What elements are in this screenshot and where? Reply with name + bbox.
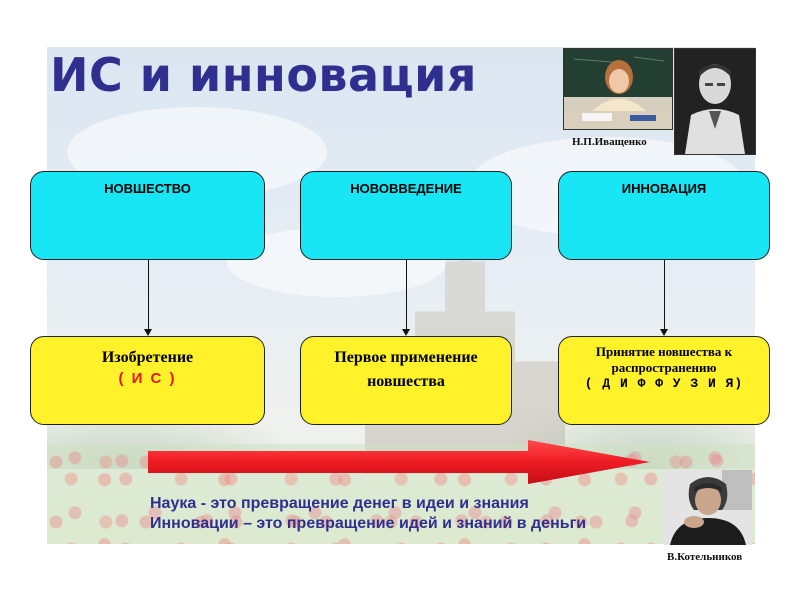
box-detail-sub: ( И С )	[118, 370, 177, 387]
box-heading: ИННОВАЦИЯ	[621, 181, 707, 196]
woman-portrait-icon	[564, 49, 672, 129]
quote-line: Наука - это превращение денег в идеи и з…	[150, 495, 529, 512]
man-portrait-icon	[675, 49, 755, 154]
slide-title: ИС и инновация	[50, 48, 477, 102]
box-innovatsiya: ИННОВАЦИЯ	[558, 171, 770, 260]
portrait-man	[674, 48, 756, 155]
quote-block: Наука - это превращение денег в идеи и з…	[150, 494, 586, 534]
quote-line: Инновации – это превращение идей и знани…	[150, 515, 587, 532]
box-izobretenie: Изобретение ( И С )	[30, 336, 265, 425]
box-pervoe-primenenie: Первое применение новшества	[300, 336, 512, 425]
box-heading: НОВШЕСТВО	[104, 181, 191, 196]
man-portrait-icon	[664, 470, 752, 545]
progress-arrow-icon	[148, 440, 650, 484]
caption-kotelnikov: В.Котельников	[667, 551, 743, 563]
box-prinyatie: Принятие новшества к распространению ( Д…	[558, 336, 770, 425]
arrow-down-icon	[144, 329, 152, 336]
box-novshestvo: НОВШЕСТВО	[30, 171, 265, 260]
arrow-down-icon	[402, 329, 410, 336]
box-detail-sub: ( Д И Ф Ф У З И Я)	[584, 376, 744, 391]
box-novovvedenie: НОВОВВЕДЕНИЕ	[300, 171, 512, 260]
box-detail: Первое применение новшества	[334, 349, 478, 390]
connector-line	[148, 260, 149, 330]
arrow-down-icon	[660, 329, 668, 336]
box-detail: Изобретение	[101, 349, 194, 366]
portrait-ivashchenko	[563, 48, 673, 130]
connector-line	[406, 260, 407, 330]
box-detail: Принятие новшества к распространению	[595, 344, 733, 375]
portrait-kotelnikov	[664, 470, 752, 545]
caption-ivashchenko: Н.П.Иващенко	[572, 136, 647, 148]
box-heading: НОВОВВЕДЕНИЕ	[350, 181, 462, 196]
connector-line	[664, 260, 665, 330]
